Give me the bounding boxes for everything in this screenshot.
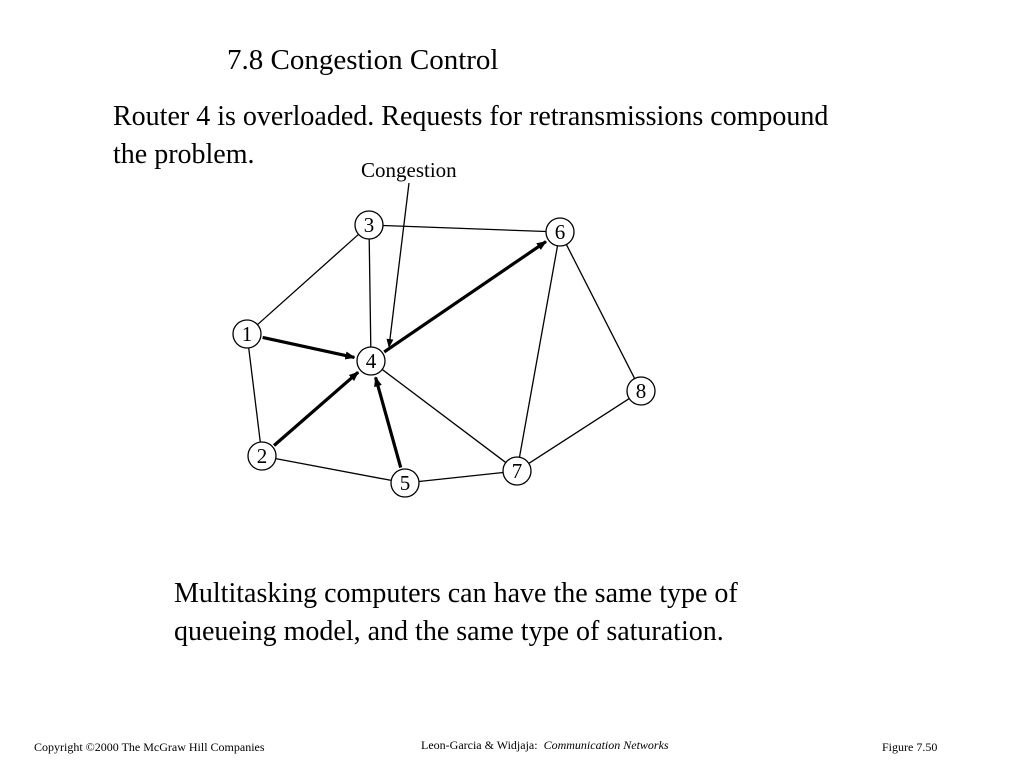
router-node-8: 8	[626, 376, 656, 406]
router-node-3: 3	[354, 210, 384, 240]
router-node-circle	[354, 210, 384, 240]
router-node-2: 2	[247, 441, 277, 471]
link-6-8	[565, 244, 636, 379]
link-4-7	[381, 368, 507, 464]
intro-paragraph: Router 4 is overloaded. Requests for ret…	[113, 98, 1013, 174]
flow-arrow-4-6	[383, 240, 547, 354]
router-node-circle	[626, 376, 656, 406]
intro-line-1: Router 4 is overloaded. Requests for ret…	[113, 101, 829, 132]
router-node-label: 4	[366, 349, 377, 373]
intro-line-2: the problem.	[113, 139, 255, 170]
link-3-6	[382, 224, 547, 233]
router-node-circle	[356, 346, 386, 376]
flow-arrow-5-4	[374, 376, 403, 469]
router-node-4: 4	[356, 346, 386, 376]
router-node-1: 1	[232, 319, 262, 349]
router-node-circle	[247, 441, 277, 471]
congestion-callout-pointer	[386, 182, 410, 348]
flow-arrow-1-4	[262, 335, 356, 360]
link-2-5	[275, 457, 392, 482]
nodes-layer: 1 2 3 4 5 6 7 8	[232, 210, 656, 498]
router-node-6: 6	[545, 217, 575, 247]
router-node-circle	[390, 468, 420, 498]
link-3-4	[368, 238, 372, 348]
link-8-7	[528, 398, 630, 464]
link-1-3	[257, 233, 359, 326]
flow-arrow-2-4	[273, 370, 360, 447]
links-layer	[248, 224, 636, 483]
closing-line-2: queueing model, and the same type of sat…	[174, 616, 724, 647]
flows-layer	[262, 240, 547, 469]
congestion-callout-label: Congestion	[361, 158, 457, 182]
closing-line-1: Multitasking computers can have the same…	[174, 578, 738, 609]
router-node-label: 1	[242, 322, 253, 346]
link-1-2	[248, 347, 261, 443]
link-5-7	[418, 471, 504, 483]
router-node-5: 5	[390, 468, 420, 498]
slide-title: 7.8 Congestion Control	[227, 44, 499, 76]
router-node-label: 5	[400, 471, 411, 495]
router-node-circle	[545, 217, 575, 247]
footer-authors: Leon-Garcia & Widjaja:	[421, 738, 538, 752]
footer-citation: Leon-Garcia & Widjaja: Communication Net…	[421, 738, 669, 753]
footer-book: Communication Networks	[543, 738, 669, 752]
router-node-7: 7	[502, 456, 532, 486]
router-node-circle	[502, 456, 532, 486]
closing-paragraph: Multitasking computers can have the same…	[174, 575, 974, 651]
router-node-label: 2	[257, 444, 268, 468]
router-node-circle	[232, 319, 262, 349]
router-node-label: 6	[555, 220, 566, 244]
link-6-7	[518, 245, 559, 458]
footer-copyright: Copyright ©2000 The McGraw Hill Companie…	[34, 740, 265, 754]
footer-figure: Figure 7.50	[882, 740, 938, 754]
router-node-label: 3	[364, 213, 375, 237]
router-node-label: 8	[636, 379, 647, 403]
router-node-label: 7	[512, 459, 523, 483]
